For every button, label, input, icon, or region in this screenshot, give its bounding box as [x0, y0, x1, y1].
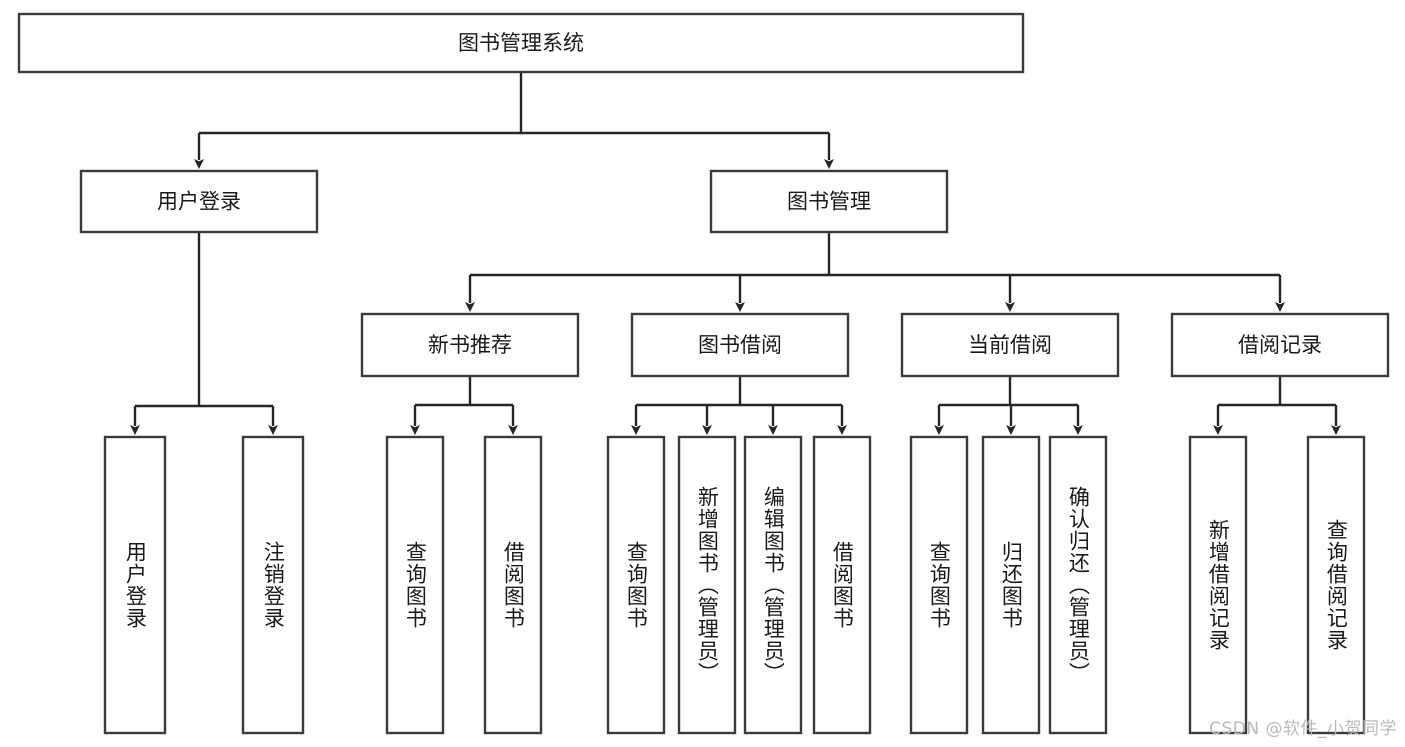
node-leaf-confirm-return-admin[interactable]: [1048, 435, 1108, 735]
watermark: CSDN @软件_小贺同学: [1209, 719, 1397, 739]
node-layer: [17, 12, 1390, 735]
node-leaf-logout-login[interactable]: [241, 435, 305, 735]
node-leaf-query-book-borrow[interactable]: [606, 435, 666, 735]
node-leaf-add-borrow-record[interactable]: [1188, 435, 1248, 735]
node-leaf-user-login[interactable]: [103, 435, 167, 735]
node-book-borrow[interactable]: [630, 312, 850, 378]
node-user-login-label: 用户登录: [157, 190, 241, 214]
node-leaf-query-book-recommend[interactable]: [385, 435, 445, 735]
node-user-login[interactable]: [79, 169, 319, 234]
node-book-management-label: 图书管理: [787, 190, 871, 214]
node-new-book-recommend[interactable]: [360, 312, 580, 378]
node-leaf-query-borrow-record[interactable]: [1306, 435, 1366, 735]
node-title-system[interactable]: [17, 12, 1025, 74]
node-leaf-borrow-book-recommend[interactable]: [483, 435, 543, 735]
node-title-system-label: 图书管理系统: [458, 31, 584, 55]
node-leaf-edit-book-admin[interactable]: [743, 435, 803, 735]
node-borrow-record-label: 借阅记录: [1238, 333, 1322, 357]
node-leaf-borrow-book[interactable]: [812, 435, 872, 735]
node-leaf-return-book[interactable]: [981, 435, 1041, 735]
node-current-borrow-label: 当前借阅: [968, 333, 1052, 357]
node-leaf-add-book-admin[interactable]: [677, 435, 737, 735]
node-book-borrow-label: 图书借阅: [698, 333, 782, 357]
node-new-book-recommend-label: 新书推荐: [428, 333, 512, 357]
connector-layer: [130, 72, 1341, 435]
node-leaf-query-book-current[interactable]: [909, 435, 969, 735]
node-book-management[interactable]: [709, 169, 949, 234]
node-current-borrow[interactable]: [900, 312, 1120, 378]
node-borrow-record[interactable]: [1170, 312, 1390, 378]
